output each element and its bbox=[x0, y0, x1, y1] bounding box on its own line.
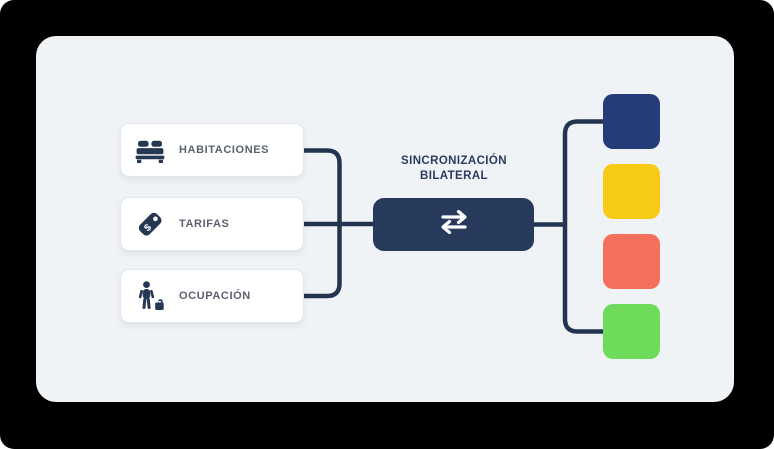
connector-lines bbox=[304, 119, 603, 334]
source-box-tarifas: $ TARIFAS bbox=[120, 197, 304, 251]
target-square-yellow bbox=[603, 164, 660, 219]
occupancy-person-icon bbox=[134, 280, 166, 312]
target-square-blue bbox=[603, 94, 660, 149]
diagram-card: HABITACIONES $ TARIFAS bbox=[36, 36, 734, 402]
hub-title-line2: BILATERAL bbox=[420, 170, 488, 182]
price-tag-icon: $ bbox=[134, 208, 166, 240]
hub-title: SINCRONIZACIÓN BILATERAL bbox=[358, 154, 550, 184]
target-square-green bbox=[603, 304, 660, 359]
bed-icon bbox=[134, 134, 166, 166]
source-label: HABITACIONES bbox=[179, 144, 270, 156]
hub-title-line1: SINCRONIZACIÓN bbox=[401, 155, 507, 167]
swap-arrows-icon bbox=[438, 209, 470, 239]
source-box-habitaciones: HABITACIONES bbox=[120, 123, 304, 177]
source-label: TARIFAS bbox=[179, 218, 230, 230]
sync-hub-node bbox=[373, 198, 534, 251]
source-box-ocupacion: OCUPACIÓN bbox=[120, 269, 304, 323]
target-square-salmon bbox=[603, 234, 660, 289]
source-label: OCUPACIÓN bbox=[179, 290, 251, 302]
